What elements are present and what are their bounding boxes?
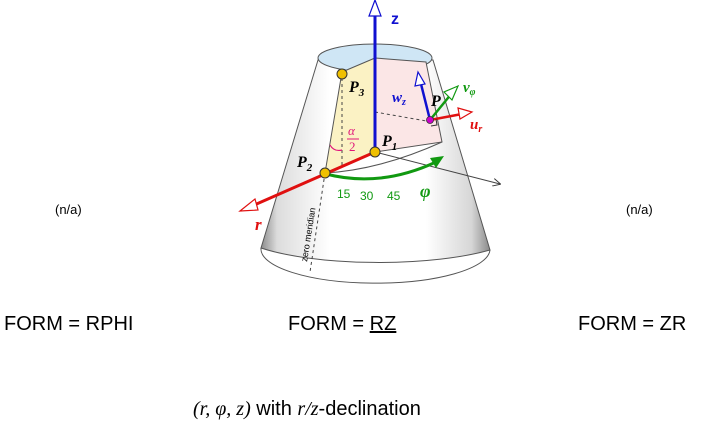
ur-letter: u xyxy=(470,117,478,133)
p2-label: P2 xyxy=(296,154,313,174)
angle-30: 30 xyxy=(360,189,374,203)
phi-label: φ xyxy=(420,181,431,201)
r-axis-arrowhead xyxy=(238,197,259,212)
vphi-vector xyxy=(429,92,453,121)
wz-label: wz xyxy=(392,90,406,108)
p-label: P xyxy=(430,93,441,110)
na-label-left: (n/a) xyxy=(55,202,82,217)
point-p3-marker xyxy=(336,68,348,80)
z-axis-label: z xyxy=(391,11,399,28)
phi-arrowhead xyxy=(430,156,444,168)
phi-arc xyxy=(325,160,437,181)
wz-vector xyxy=(418,79,432,121)
vphi-sub: φ xyxy=(470,87,476,98)
angle-15: 15 xyxy=(337,187,351,201)
point-p2-marker xyxy=(319,167,331,179)
right-angle-mark xyxy=(430,118,438,127)
p2-letter: P xyxy=(296,154,307,171)
caption-math: (r, φ, z) xyxy=(193,398,251,420)
form-rz-label: FORM = RZ xyxy=(288,313,396,336)
z-axis-arrowhead xyxy=(368,0,382,17)
na-label-right: (n/a) xyxy=(626,202,653,217)
vphi-arrowhead xyxy=(442,84,460,102)
wz-letter: w xyxy=(392,90,403,106)
vphi-letter: v xyxy=(463,80,470,96)
ur-arrowhead xyxy=(457,107,474,120)
form-rz-value: RZ xyxy=(369,313,397,335)
zero-meridian-line xyxy=(309,172,326,273)
caption-with: with xyxy=(250,398,298,420)
ur-label: ur xyxy=(470,117,482,135)
alpha-numerator: α xyxy=(348,123,356,138)
alpha-denominator: 2 xyxy=(349,139,356,154)
vphi-label: vφ xyxy=(463,80,476,98)
front-arc xyxy=(324,141,443,174)
horizontal-axis xyxy=(374,151,500,184)
point-p xyxy=(426,116,434,124)
p3-label: P3 xyxy=(348,79,365,99)
caption-math-rz: r/z xyxy=(297,398,319,420)
cone-bottom-rim xyxy=(260,247,491,284)
wz-arrowhead xyxy=(414,70,426,87)
alpha-arc xyxy=(329,144,343,152)
p2-sub: 2 xyxy=(306,162,313,174)
p3-sub: 3 xyxy=(358,87,365,99)
caption-suffix: -declination xyxy=(318,398,421,420)
ur-vector xyxy=(429,112,463,122)
r-axis xyxy=(251,150,376,208)
ur-sub: r xyxy=(478,124,482,135)
dashed-p-line xyxy=(374,111,433,123)
form-zr-label: FORM = ZR xyxy=(578,313,687,335)
p1-sub: 1 xyxy=(392,141,398,153)
point-p1-marker xyxy=(369,146,381,158)
angle-45: 45 xyxy=(387,189,401,203)
caption: (r, φ, z) with r/z-declination xyxy=(193,398,421,421)
form-rphi-label: FORM = RPHI xyxy=(4,313,134,335)
p1-label: P1 xyxy=(381,133,397,153)
form-rz-prefix: FORM = xyxy=(288,313,370,335)
r-axis-label: r xyxy=(255,215,262,234)
cone-diagram: z r φ 15 30 45 α 2 P1 P2 P3 P wz vφ ur z… xyxy=(238,0,520,284)
p3-letter: P xyxy=(348,79,359,96)
p1-letter: P xyxy=(381,133,392,150)
wz-sub: z xyxy=(401,97,406,108)
